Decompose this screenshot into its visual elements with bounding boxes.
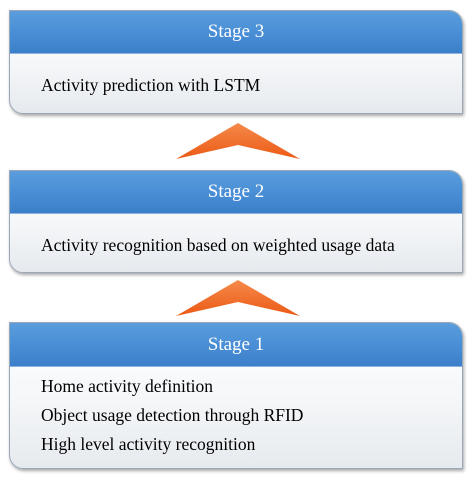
- stage-1-item: High level activity recognition: [41, 434, 256, 454]
- stage-1-header: Stage 1: [10, 323, 462, 367]
- stage-2-body: Activity recognition based on weighted u…: [10, 214, 462, 256]
- stage-1-item: Object usage detection through RFID: [41, 405, 304, 425]
- up-arrow-icon: [176, 280, 300, 316]
- stage-3-item: Activity prediction with LSTM: [41, 75, 261, 95]
- stage-3-header: Stage 3: [10, 11, 462, 54]
- stage-2-box: Stage 2 Activity recognition based on we…: [9, 170, 463, 273]
- stage-1-body: Home activity definition Object usage de…: [10, 367, 462, 459]
- stage-3-body: Activity prediction with LSTM: [10, 54, 462, 96]
- stage-1-box: Stage 1 Home activity definition Object …: [9, 322, 463, 469]
- stage-1-item: Home activity definition: [41, 376, 214, 396]
- up-arrow-shape: [176, 123, 300, 159]
- up-arrow-icon: [176, 123, 300, 159]
- stage-2-item: Activity recognition based on weighted u…: [41, 235, 395, 255]
- stage-2-header: Stage 2: [10, 171, 462, 214]
- up-arrow-shape: [176, 280, 300, 316]
- stage-3-box: Stage 3 Activity prediction with LSTM: [9, 10, 463, 114]
